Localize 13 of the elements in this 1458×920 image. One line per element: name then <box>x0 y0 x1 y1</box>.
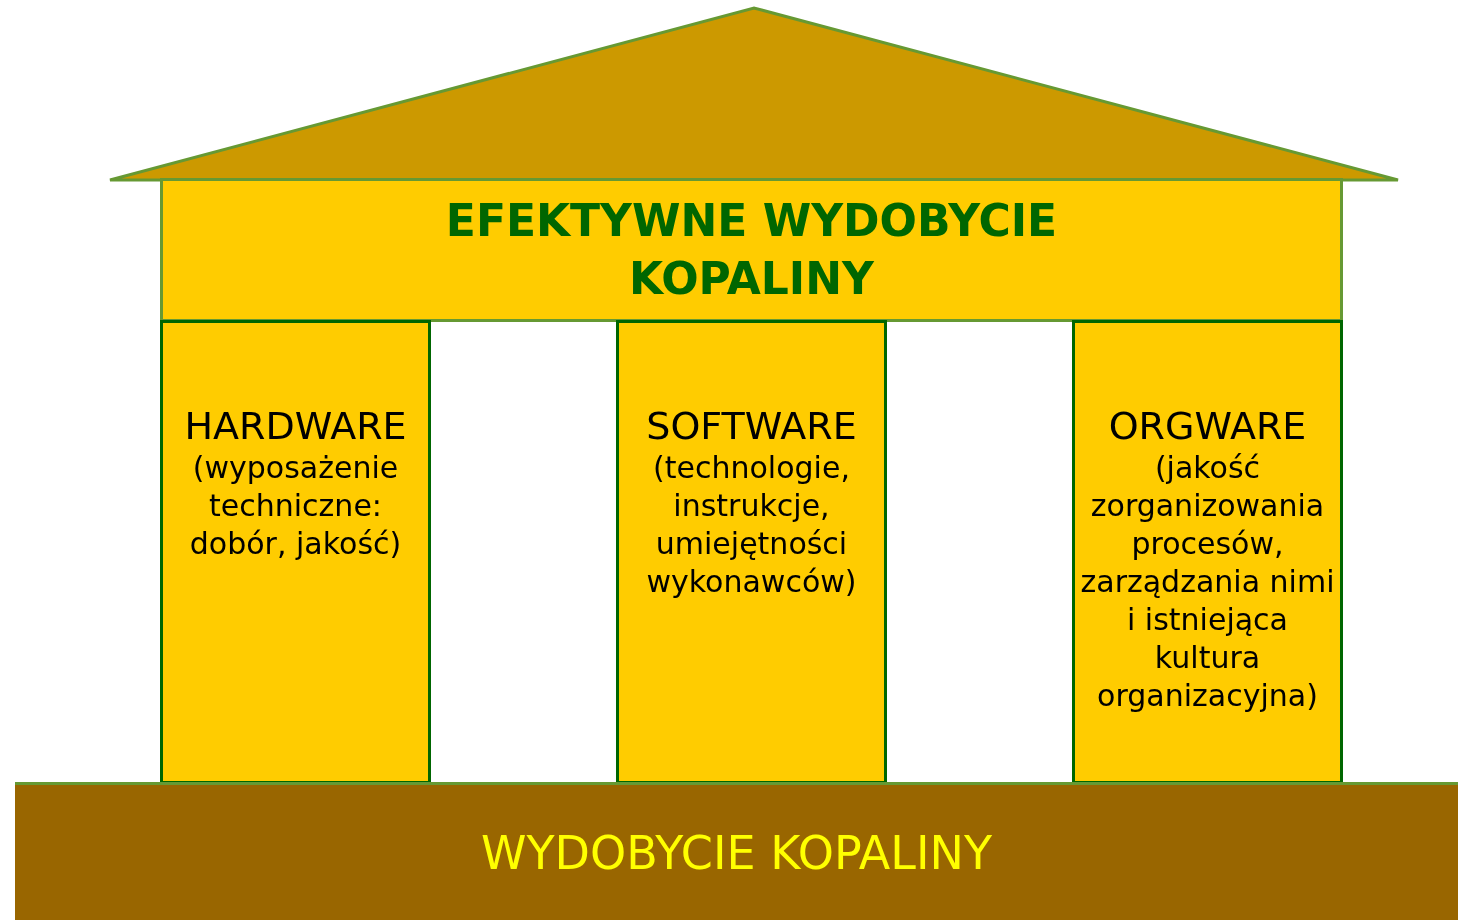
heading-text: WYDOBYCIE KOPALINY <box>481 825 992 880</box>
base-panel <box>15 782 1458 920</box>
pillar-panel <box>1072 320 1343 784</box>
heading-text: HARDWARE <box>184 403 407 449</box>
pillar-panel <box>616 320 887 784</box>
heading-text: ORGWARE <box>1108 403 1307 449</box>
pillar-panel <box>160 320 431 784</box>
description-text: (technologie, instrukcje, umiejętności wykonawców) <box>645 449 858 601</box>
description-text: (jakość zorganizowania procesów, zarządzania nimi i istniejąca kultura organizacyjna) <box>1079 449 1336 715</box>
beam-panel <box>160 178 1343 322</box>
description-text: (wyposażenie techniczne: dobór, jakość) <box>188 449 403 563</box>
heading-text: SOFTWARE <box>646 403 857 449</box>
heading-text: EFEKTYWNE WYDOBYCIE KOPALINY <box>444 194 1059 306</box>
